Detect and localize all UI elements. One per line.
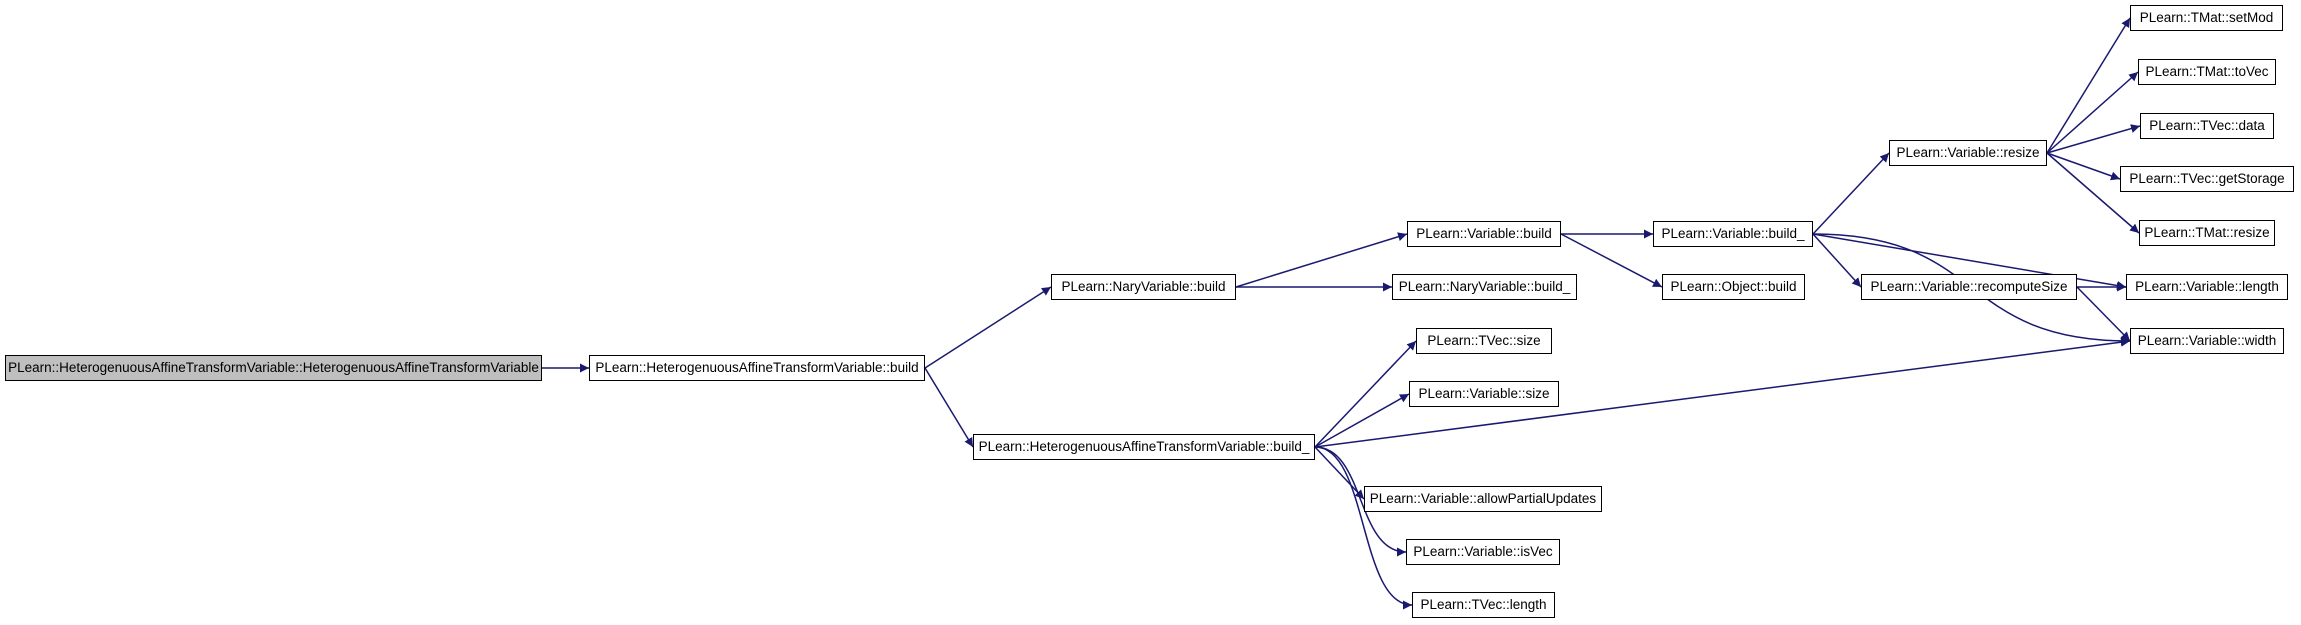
node-obj_build[interactable]: PLearn::Object::build: [1662, 274, 1805, 300]
node-tmat_resize[interactable]: PLearn::TMat::resize: [2139, 220, 2275, 246]
edge-nary_build-to-var_build: [1235, 232, 1408, 288]
edge-var_resize-to-tmat_tovec: [2046, 71, 2139, 154]
node-tvec_length[interactable]: PLearn::TVec::length: [1412, 592, 1555, 618]
node-var_isvec[interactable]: PLearn::Variable::isVec: [1406, 539, 1560, 565]
edge-hatv_build-to-hatv_build_: [924, 367, 974, 448]
node-var_size[interactable]: PLearn::Variable::size: [1409, 381, 1559, 407]
edge-var_build-to-obj_build: [1560, 233, 1663, 288]
node-tvec_getstorage[interactable]: PLearn::TVec::getStorage: [2120, 166, 2294, 192]
edge-var_resize-to-tvec_getstorage: [2046, 152, 2121, 181]
node-hatv_build_[interactable]: PLearn::HeterogenuousAffineTransformVari…: [973, 434, 1315, 460]
edge-var_build_-to-var_resize: [1812, 152, 1890, 235]
edge-var_build_-to-var_recompute: [1812, 233, 1862, 288]
node-var_build_[interactable]: PLearn::Variable::build_: [1653, 221, 1813, 247]
node-var_resize[interactable]: PLearn::Variable::resize: [1889, 140, 2047, 166]
node-nary_build_[interactable]: PLearn::NaryVariable::build_: [1392, 274, 1577, 300]
edge-hatv_build_-to-tvec_length: [1314, 446, 1413, 610]
node-var_build[interactable]: PLearn::Variable::build: [1407, 221, 1561, 247]
edge-var_recompute-to-var_width: [2076, 286, 2131, 342]
node-hatv_build[interactable]: PLearn::HeterogenuousAffineTransformVari…: [589, 355, 925, 381]
edge-hatv_build_-to-var_isvec: [1314, 446, 1407, 557]
node-var_recompute[interactable]: PLearn::Variable::recomputeSize: [1861, 274, 2077, 300]
node-tvec_size[interactable]: PLearn::TVec::size: [1416, 328, 1552, 354]
node-tvec_data[interactable]: PLearn::TVec::data: [2140, 113, 2274, 139]
edge-hatv_build_-to-var_size: [1314, 393, 1410, 448]
edge-hatv_build_-to-tvec_size: [1314, 340, 1417, 448]
edge-var_resize-to-tvec_data: [2046, 124, 2141, 154]
node-ctor: PLearn::HeterogenuousAffineTransformVari…: [5, 355, 542, 381]
edge-var_resize-to-tmat_setmod: [2046, 17, 2131, 154]
node-var_length[interactable]: PLearn::Variable::length: [2126, 274, 2288, 300]
node-tmat_setmod[interactable]: PLearn::TMat::setMod: [2130, 5, 2283, 31]
edge-hatv_build_-to-var_allow: [1314, 446, 1365, 500]
edge-var_resize-to-tmat_resize: [2046, 152, 2140, 234]
edge-hatv_build_-to-var_width: [1314, 337, 2131, 448]
node-var_allow[interactable]: PLearn::Variable::allowPartialUpdates: [1364, 486, 1602, 512]
edge-hatv_build-to-nary_build: [924, 286, 1052, 369]
node-tmat_tovec[interactable]: PLearn::TMat::toVec: [2138, 59, 2276, 85]
node-nary_build[interactable]: PLearn::NaryVariable::build: [1051, 274, 1236, 300]
node-var_width[interactable]: PLearn::Variable::width: [2130, 328, 2284, 354]
